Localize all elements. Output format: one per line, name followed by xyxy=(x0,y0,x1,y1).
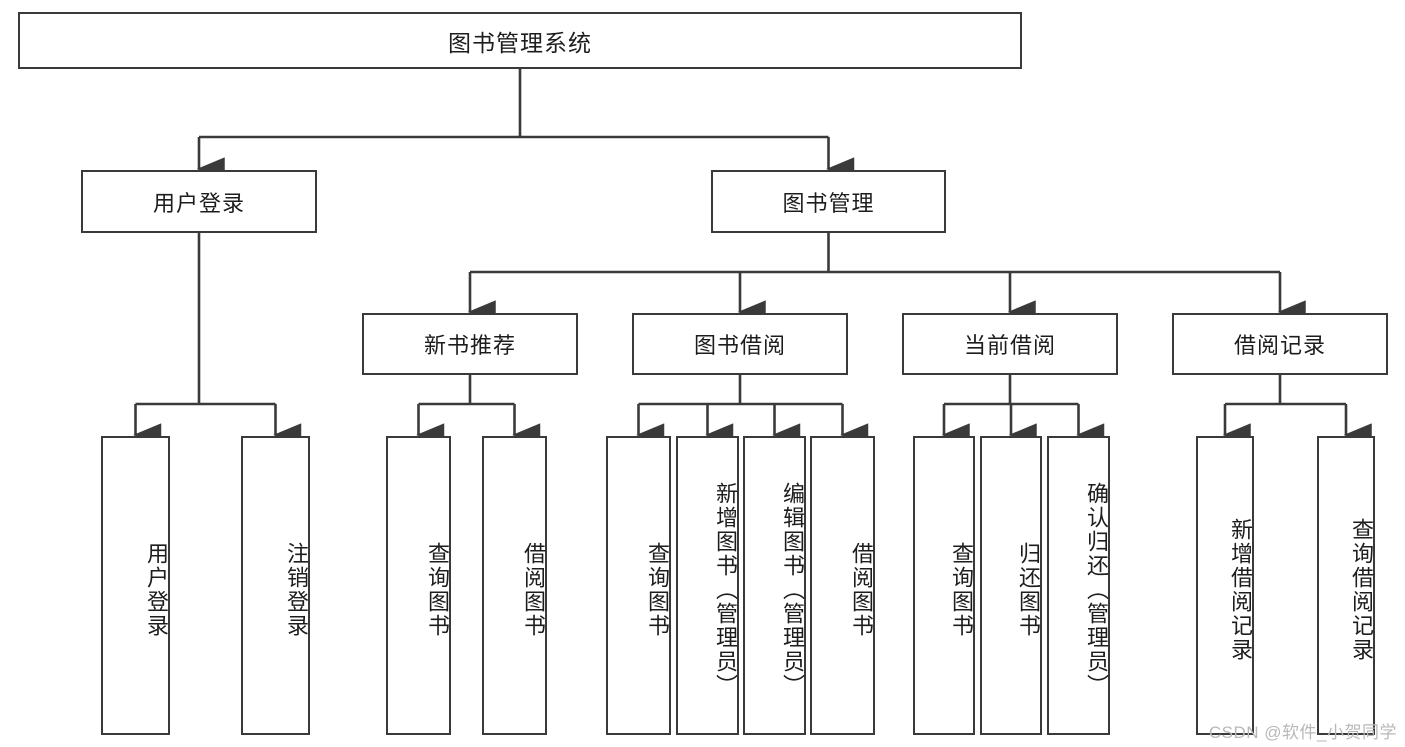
leaf-user-login[interactable]: 用户登录 xyxy=(101,436,170,735)
leaf-add-book-admin[interactable]: 新增图书（管理员） xyxy=(676,436,739,735)
node-book-borrow-label: 图书借阅 xyxy=(693,333,786,358)
leaf-edit-book-admin-label: 编辑图书（管理员） xyxy=(780,481,805,698)
node-book-borrow[interactable]: 图书借阅 xyxy=(632,313,848,375)
node-new-book-recommend-label: 新书推荐 xyxy=(423,333,516,358)
leaf-query-book-borrow-label: 查询图书 xyxy=(645,541,670,638)
leaf-confirm-return-admin[interactable]: 确认归还（管理员） xyxy=(1047,436,1110,735)
leaf-confirm-return-admin-label: 确认归还（管理员） xyxy=(1084,481,1109,698)
node-book-management[interactable]: 图书管理 xyxy=(711,170,946,233)
leaf-return-book-label: 归还图书 xyxy=(1016,541,1041,638)
leaf-borrow-book-label: 借阅图书 xyxy=(849,541,874,638)
leaf-add-borrow-record[interactable]: 新增借阅记录 xyxy=(1196,436,1254,735)
node-borrow-record[interactable]: 借阅记录 xyxy=(1172,313,1388,375)
node-new-book-recommend[interactable]: 新书推荐 xyxy=(362,313,578,375)
leaf-user-login-label: 用户登录 xyxy=(144,541,169,638)
leaf-borrow-book-recommend[interactable]: 借阅图书 xyxy=(482,436,547,735)
node-current-borrow[interactable]: 当前借阅 xyxy=(902,313,1118,375)
leaf-query-book-current[interactable]: 查询图书 xyxy=(913,436,975,735)
leaf-query-borrow-record-label: 查询借阅记录 xyxy=(1349,517,1374,662)
watermark-text: CSDN @软件_小贺同学 xyxy=(1208,723,1397,742)
node-borrow-record-label: 借阅记录 xyxy=(1233,333,1326,358)
node-root-label: 图书管理系统 xyxy=(448,29,592,56)
leaf-borrow-book[interactable]: 借阅图书 xyxy=(810,436,875,735)
node-user-login-label: 用户登录 xyxy=(152,190,245,216)
node-user-login[interactable]: 用户登录 xyxy=(81,170,317,233)
leaf-edit-book-admin[interactable]: 编辑图书（管理员） xyxy=(743,436,806,735)
leaf-query-book-current-label: 查询图书 xyxy=(949,541,974,638)
leaf-add-book-admin-label: 新增图书（管理员） xyxy=(713,481,738,698)
leaf-query-book-borrow[interactable]: 查询图书 xyxy=(606,436,671,735)
node-current-borrow-label: 当前借阅 xyxy=(963,333,1056,358)
leaf-query-book-recommend-label: 查询图书 xyxy=(425,541,450,638)
leaf-add-borrow-record-label: 新增借阅记录 xyxy=(1228,517,1253,662)
node-book-management-label: 图书管理 xyxy=(782,190,875,216)
leaf-logout-login[interactable]: 注销登录 xyxy=(241,436,310,735)
leaf-query-book-recommend[interactable]: 查询图书 xyxy=(386,436,451,735)
leaf-logout-login-label: 注销登录 xyxy=(284,541,309,638)
leaf-return-book[interactable]: 归还图书 xyxy=(980,436,1042,735)
leaf-query-borrow-record[interactable]: 查询借阅记录 xyxy=(1317,436,1375,735)
node-root[interactable]: 图书管理系统 xyxy=(18,12,1022,69)
leaf-borrow-book-recommend-label: 借阅图书 xyxy=(521,541,546,638)
